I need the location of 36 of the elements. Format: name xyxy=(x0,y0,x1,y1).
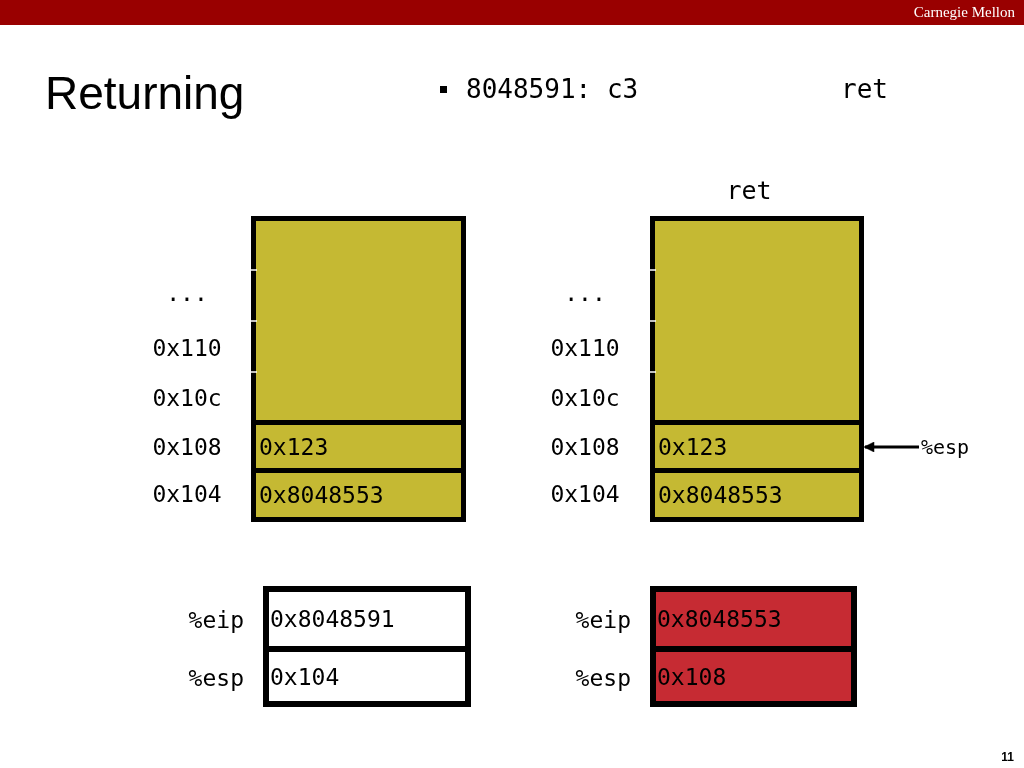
address-label: 0x110 xyxy=(152,335,222,361)
cell-value: 0x8048553 xyxy=(259,482,384,508)
address-label: 0x104 xyxy=(152,481,222,507)
arrow xyxy=(863,441,919,453)
cell-value: 0x123 xyxy=(658,433,728,460)
register-name: %eip xyxy=(575,607,631,633)
memory-stack xyxy=(650,216,864,522)
address-label: ... xyxy=(166,280,208,306)
address-label: 0x110 xyxy=(550,335,620,361)
register-box xyxy=(650,586,857,652)
register-value: 0x8048553 xyxy=(657,606,782,632)
register-value: 0x8048591 xyxy=(270,606,395,632)
slide-title: Returning xyxy=(45,66,245,120)
cell-value: 0x123 xyxy=(259,433,329,460)
instruction-text: 8048591: c3 xyxy=(466,74,639,104)
register-value: 0x108 xyxy=(657,663,727,690)
memory-stack xyxy=(251,216,466,522)
cell-value: 0x8048553 xyxy=(658,482,783,508)
register-box xyxy=(650,652,857,707)
instruction-text: ret xyxy=(841,74,888,104)
register-name: %esp xyxy=(188,665,244,691)
pointer-label: %esp xyxy=(921,435,970,459)
state-caption: ret xyxy=(726,175,772,205)
register-value: 0x104 xyxy=(270,663,340,690)
address-label: 0x108 xyxy=(152,434,222,460)
address-label: 0x108 xyxy=(550,434,620,460)
register-name: %eip xyxy=(188,607,244,633)
address-label: 0x10c xyxy=(550,385,620,411)
register-name: %esp xyxy=(575,665,631,691)
register-box xyxy=(263,586,471,652)
header-text: Carnegie Mellon xyxy=(913,3,1015,21)
address-label: 0x104 xyxy=(550,481,620,507)
address-label: 0x10c xyxy=(152,385,222,411)
address-label: ... xyxy=(564,280,606,306)
register-box xyxy=(263,652,471,707)
page-number: 11 xyxy=(1001,750,1014,764)
